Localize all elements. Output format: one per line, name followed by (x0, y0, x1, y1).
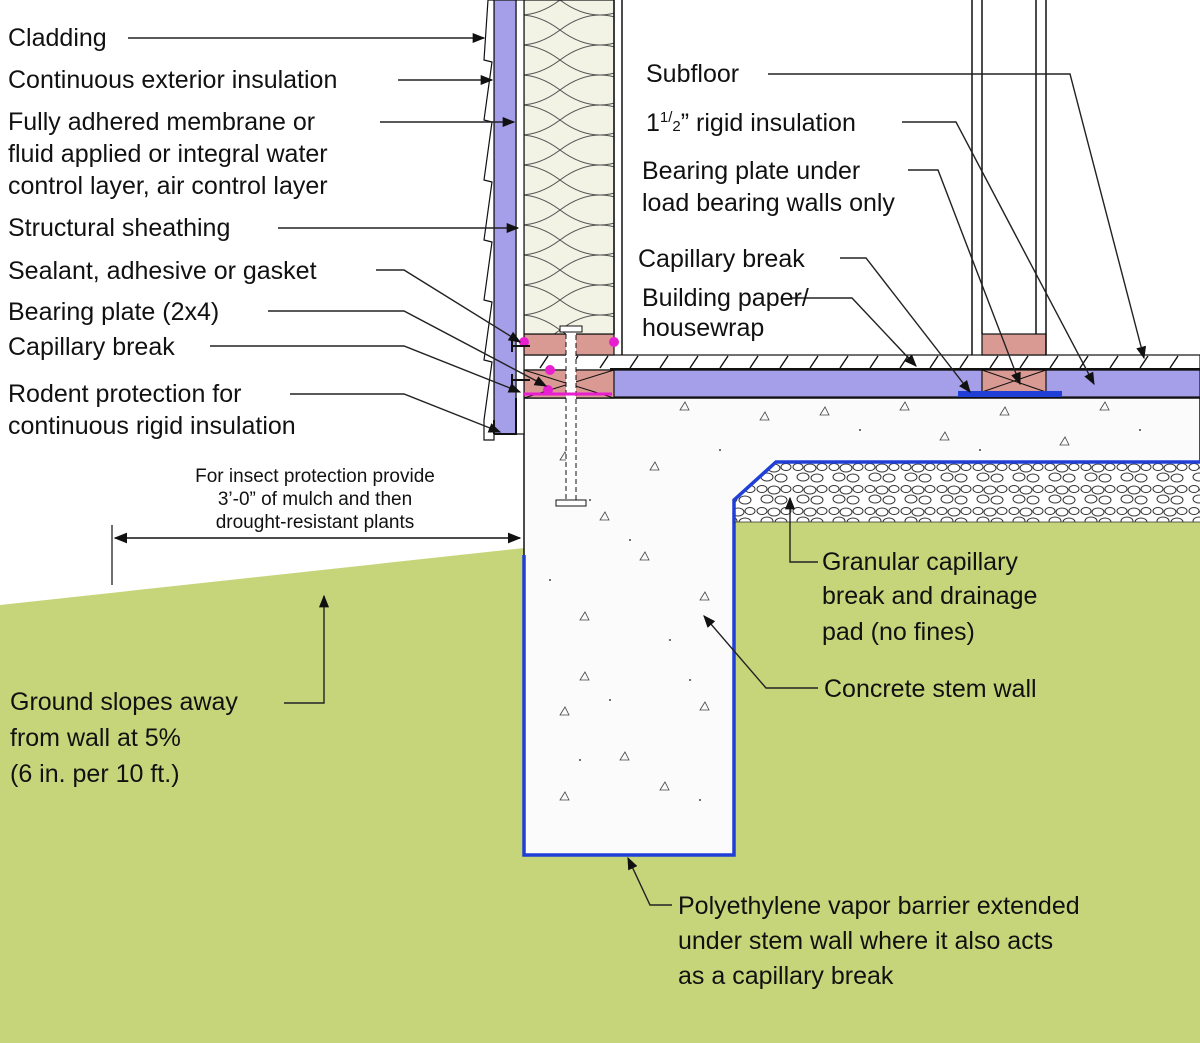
label-rigid-insulation: 11/2” rigid insulation (646, 109, 856, 137)
structural-sheathing (515, 0, 525, 435)
label-granular-line2: break and drainage (822, 582, 1037, 610)
label-capillary-break-right: Capillary break (638, 245, 805, 273)
label-granular-line1: Granular capillary (822, 548, 1018, 576)
label-granular-line3: pad (no fines) (822, 618, 975, 646)
label-insect-line2: 3’-0” of mulch and then (218, 489, 412, 510)
label-poly-line2: under stem wall where it also acts (678, 927, 1053, 955)
label-poly-line3: as a capillary break (678, 962, 894, 990)
rigid-insulation (609, 369, 1200, 398)
label-rodent-line1: Rodent protection for (8, 380, 241, 408)
label-structural-sheathing: Structural sheathing (8, 214, 230, 242)
label-slope-line1: Ground slopes away (10, 688, 238, 716)
label-membrane-line1: Fully adhered membrane or (8, 108, 315, 136)
label-bearing-under-line2: load bearing walls only (642, 189, 895, 217)
subfloor (523, 354, 1200, 371)
label-building-paper-line2: housewrap (642, 314, 764, 342)
polyethylene-vapor-barrier (522, 460, 1200, 857)
concrete-aggregate (559, 401, 1110, 801)
label-rodent-line2: continuous rigid insulation (8, 412, 296, 440)
cladding (483, 0, 495, 441)
label-concrete-stem-wall: Concrete stem wall (824, 675, 1037, 703)
label-membrane-line2: fluid applied or integral water (8, 140, 328, 168)
label-slope-line2: from wall at 5% (10, 724, 181, 752)
batt-insulation (523, 0, 615, 335)
label-sealant: Sealant, adhesive or gasket (8, 257, 317, 285)
label-membrane-line3: control layer, air control layer (8, 172, 328, 200)
anchor-bolt (565, 325, 577, 501)
label-bearing-under-line1: Bearing plate under (642, 157, 860, 185)
ground (0, 548, 524, 1043)
granular-pad (734, 462, 1200, 522)
label-insect-line1: For insect protection provide (195, 466, 435, 487)
label-slope-line3: (6 in. per 10 ft.) (10, 760, 180, 788)
label-exterior-insulation: Continuous exterior insulation (8, 66, 337, 94)
label-subfloor: Subfloor (646, 60, 739, 88)
label-capillary-break-left: Capillary break (8, 333, 175, 361)
label-cladding: Cladding (8, 24, 107, 52)
label-building-paper-line1: Building paper/ (642, 284, 809, 312)
label-insect-line3: drought-resistant plants (216, 512, 415, 533)
label-poly-line1: Polyethylene vapor barrier extended (678, 892, 1080, 920)
label-bearing-plate: Bearing plate (2x4) (8, 298, 219, 326)
